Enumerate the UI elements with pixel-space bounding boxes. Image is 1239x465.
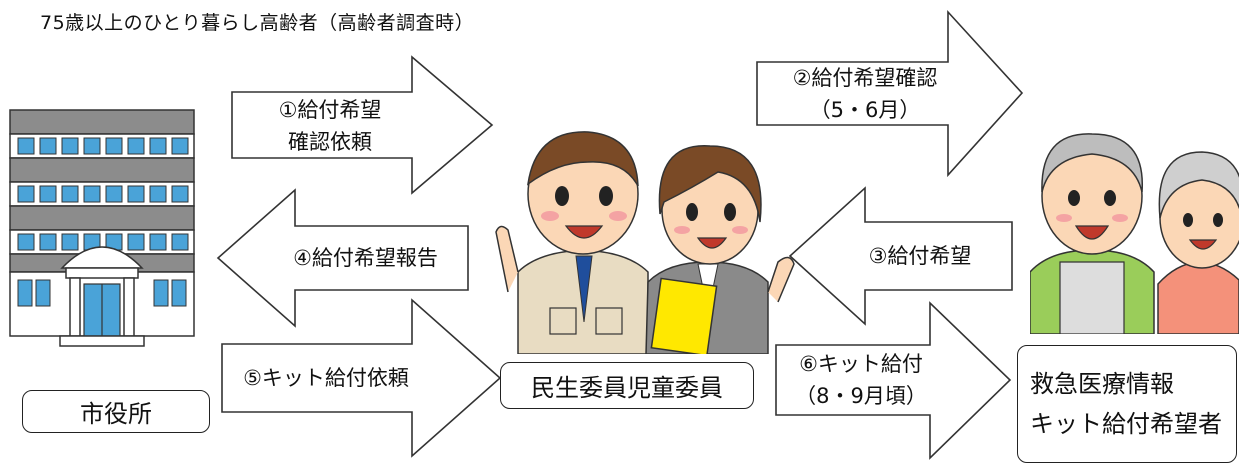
arrow-step2 bbox=[756, 9, 1024, 178]
arrow-step6 bbox=[775, 301, 1012, 460]
step2-line2: （5・6月） bbox=[809, 98, 921, 122]
step4-label: ④給付希望報告 bbox=[293, 246, 438, 270]
step2-label: ②給付希望確認 （5・6月） bbox=[760, 62, 970, 126]
step5-label: ⑤キット給付依頼 bbox=[243, 366, 409, 390]
step6-line2: （8・9月頃） bbox=[795, 384, 927, 408]
step1-line2: 確認依頼 bbox=[288, 130, 372, 154]
welfare-commissioners-illustration bbox=[495, 131, 795, 354]
diagram-title: 75歳以上のひとり暮らし高齢者（高齢者調査時） bbox=[40, 12, 475, 34]
step2-line1: ②給付希望確認 bbox=[792, 66, 938, 90]
recipient-box: 救急医療情報 キット給付希望者 bbox=[1017, 345, 1237, 463]
elderly-recipients-illustration bbox=[1030, 133, 1239, 334]
commissioner-box: 民生委員児童委員 bbox=[500, 362, 754, 409]
arrow-step3 bbox=[788, 186, 1013, 326]
step3-label: ③給付希望 bbox=[868, 244, 972, 268]
arrow-step4 bbox=[216, 188, 469, 328]
step1-label: ①給付希望 確認依頼 bbox=[250, 94, 410, 158]
city-hall-building bbox=[9, 109, 195, 347]
step6-line1: ⑥キット給付 bbox=[799, 352, 923, 376]
city-hall-box: 市役所 bbox=[22, 390, 210, 433]
recipient-line2: キット給付希望者 bbox=[1030, 410, 1222, 438]
step1-line1: ①給付希望 bbox=[278, 98, 382, 122]
step6-label: ⑥キット給付 （8・9月頃） bbox=[786, 348, 936, 412]
arrow-step1 bbox=[231, 55, 494, 195]
recipient-line1: 救急医療情報 bbox=[1030, 370, 1174, 398]
arrow-step5 bbox=[221, 298, 502, 458]
